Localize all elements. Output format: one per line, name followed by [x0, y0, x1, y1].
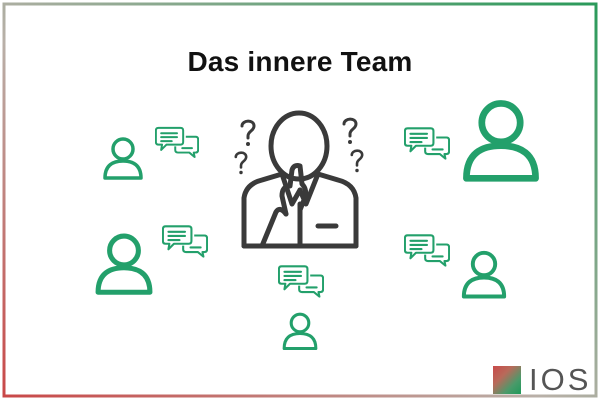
- person-icon: [103, 137, 143, 180]
- logo-mark: [493, 366, 521, 394]
- speech-bubbles-icon: [155, 126, 199, 158]
- thinking-person-icon: [241, 110, 359, 249]
- speech-bubbles-icon: [278, 265, 324, 298]
- question-mark-icon: [342, 117, 358, 146]
- speech-bubbles-icon: [162, 225, 208, 258]
- diagram-title: Das innere Team: [187, 46, 413, 77]
- speech-bubbles-icon: [404, 234, 450, 267]
- question-mark-icon: [240, 119, 256, 148]
- ios-logo: IOS: [493, 362, 597, 398]
- person-icon: [461, 250, 507, 299]
- logo-text: IOS: [529, 362, 592, 397]
- speech-bubbles-icon: [404, 127, 450, 160]
- question-mark-icon: [234, 151, 248, 176]
- person-icon: [98, 236, 150, 292]
- person-icon: [466, 103, 535, 178]
- question-mark-icon: [350, 149, 364, 174]
- person-icon: [282, 312, 318, 351]
